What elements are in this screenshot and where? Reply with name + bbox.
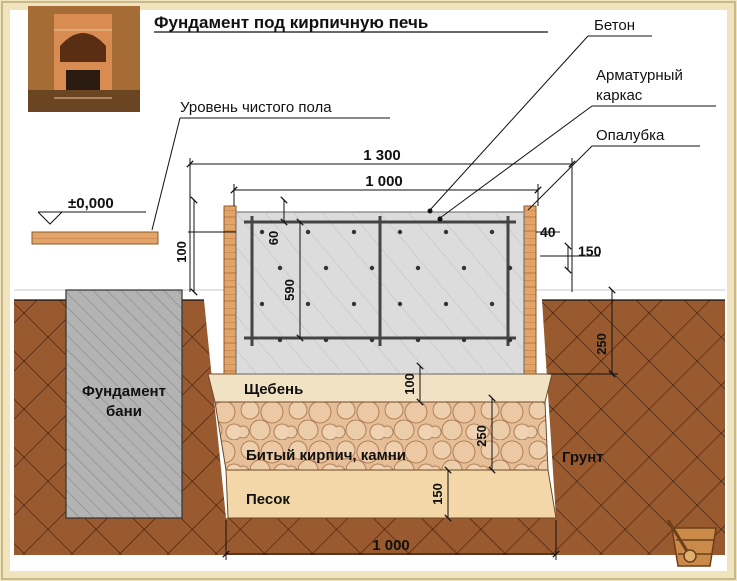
dim-top-cover: 60: [266, 231, 281, 245]
rebar-dot: [305, 229, 311, 235]
bath-foundation: [65, 289, 183, 519]
rebar-dot: [415, 337, 421, 343]
rebar-dot: [259, 301, 265, 307]
formwork-left: [223, 205, 237, 375]
label-formwork: Опалубка: [596, 127, 665, 144]
label-rebar-line1: Арматурный: [596, 67, 683, 84]
rebar-dot: [443, 229, 449, 235]
label-broken-brick: Битый кирпич, камни: [246, 447, 406, 464]
rebar-dot: [323, 265, 329, 271]
bucket-icon: [666, 519, 717, 567]
label-soil: Грунт: [562, 449, 604, 466]
rebar-dot: [489, 229, 495, 235]
rebar-cage: [244, 216, 516, 346]
label-bath-foundation-line2: бани: [106, 403, 142, 420]
rebar-dot: [397, 301, 403, 307]
dim-sand-layer: 150: [430, 483, 445, 505]
dimension-lines: [37, 35, 716, 560]
dim-formwork-thickness: 40: [540, 224, 556, 240]
label-concrete: Бетон: [594, 17, 635, 34]
label-gravel: Щебень: [244, 381, 303, 398]
label-rebar-line2: каркас: [596, 87, 643, 104]
rebar-dot: [397, 229, 403, 235]
label-zero-mark: ±0,000: [68, 195, 114, 212]
rebar-dot: [461, 265, 467, 271]
label-bath-foundation-line1: Фундамент: [82, 383, 166, 400]
dim-bottom-width: 1 000: [372, 537, 410, 554]
dim-side-gap: 150: [578, 243, 602, 259]
rebar-dot: [461, 337, 467, 343]
finished-floor: [31, 231, 159, 245]
label-sand: Песок: [246, 491, 290, 508]
dim-gravel-layer: 100: [402, 373, 417, 395]
dim-raise-height: 100: [174, 241, 189, 263]
rebar-dot: [323, 337, 329, 343]
rebar-dot: [507, 265, 513, 271]
rebar-dot: [443, 301, 449, 307]
rebar-dot: [489, 301, 495, 307]
formwork-right: [523, 205, 537, 375]
dim-overall-width: 1 300: [363, 147, 401, 164]
diagram-title: Фундамент под кирпичную печь: [154, 13, 428, 32]
rebar-dots: [259, 229, 513, 343]
rebar-dot: [305, 301, 311, 307]
rebar-dot: [369, 337, 375, 343]
rebar-dot: [277, 265, 283, 271]
rebar-dot: [369, 265, 375, 271]
rebar-dot: [507, 337, 513, 343]
rebar-dot: [259, 229, 265, 235]
stove-photo: [28, 6, 140, 112]
dim-slab-width: 1 000: [365, 173, 403, 190]
rebar-dot: [277, 337, 283, 343]
label-floor-level: Уровень чистого пола: [180, 99, 332, 116]
rebar-dot: [351, 229, 357, 235]
rebar-dot: [415, 265, 421, 271]
dim-depth-below-ground: 250: [594, 333, 609, 355]
rebar-dot: [351, 301, 357, 307]
dim-brick-layer: 250: [474, 425, 489, 447]
dim-cage-height: 590: [282, 279, 297, 301]
